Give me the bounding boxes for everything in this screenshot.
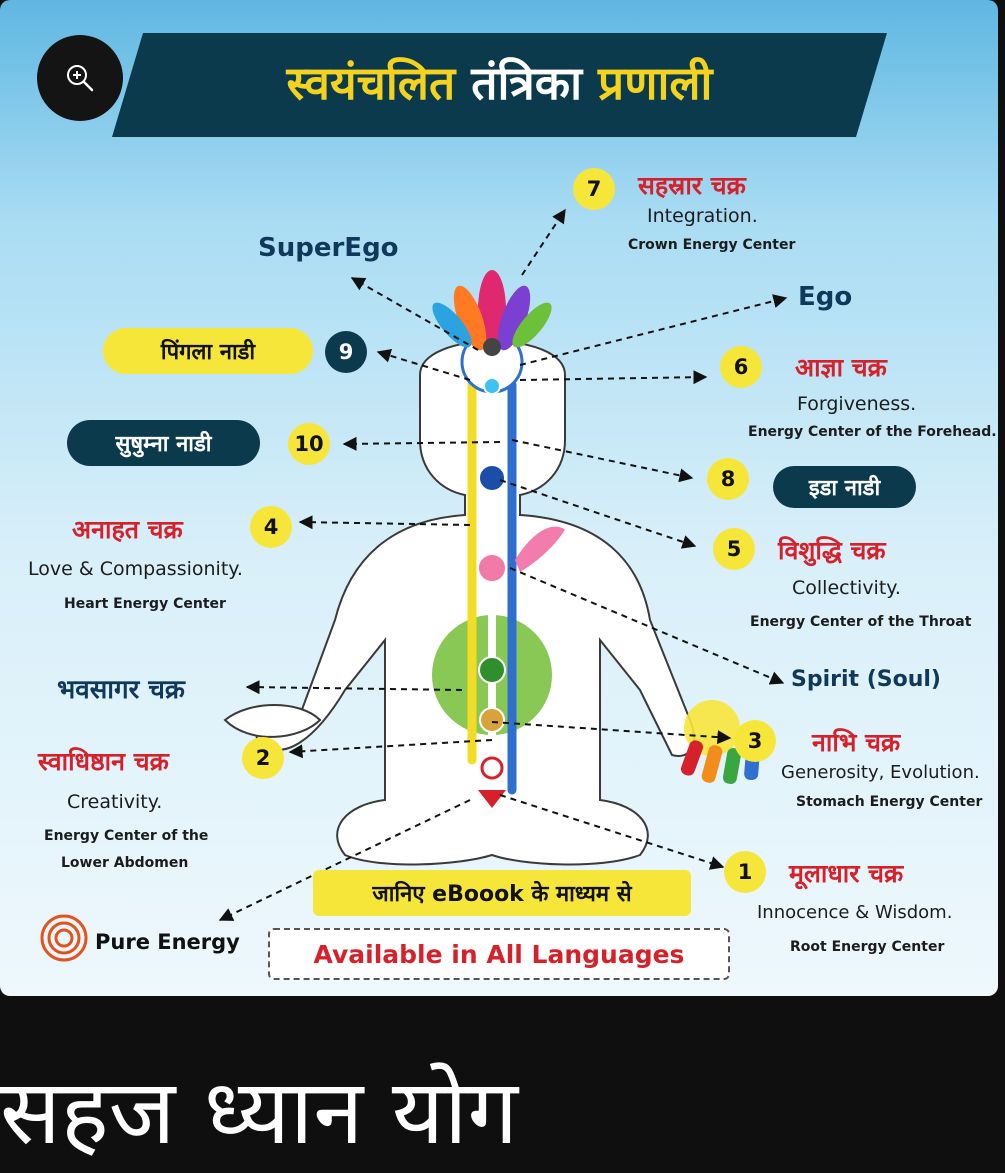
chakra-6-name: आज्ञा चक्र (795, 350, 887, 384)
chakra-1-number: 1 (724, 851, 766, 893)
page-title: स्वयंचलित तंत्रिका प्रणाली (112, 50, 887, 116)
chakra-1-quality: Innocence & Wisdom. (757, 902, 952, 923)
zoom-in-icon (64, 62, 96, 94)
chakra-2-center-line2: Lower Abdomen (61, 855, 188, 871)
chakra-1-name: मूलाधार चक्र (789, 856, 903, 890)
post-caption: सहज ध्यान योग (0, 1058, 518, 1168)
chakra-4-quality: Love & Compassionity. (28, 558, 243, 580)
chakra-node-anahat (478, 554, 506, 582)
chakra-3-quality: Generosity, Evolution. (781, 762, 980, 783)
chakra-6-center: Energy Center of the Forehead. (748, 424, 997, 440)
chakra-7-center: Crown Energy Center (628, 237, 795, 253)
chakra-node-ajna (484, 378, 500, 394)
bhavsagar-chakra-label: भवसागर चक्र (57, 670, 185, 706)
chakra-node-vishuddhi (479, 465, 505, 491)
chakra-6-number: 6 (720, 346, 762, 388)
title-word-3: प्रणाली (598, 56, 712, 110)
infographic-card: स्वयंचलित तंत्रिका प्रणाली 7 सहस्रार चक्… (0, 0, 998, 996)
nadi-10-number: 10 (288, 423, 330, 465)
chakra-7-number: 7 (573, 168, 615, 210)
chakra-5-quality: Collectivity. (792, 577, 901, 599)
chakra-2-name: स्वाधिष्ठान चक्र (38, 744, 169, 778)
title-word-2: तंत्रिका (471, 56, 582, 110)
chakra-5-center: Energy Center of the Throat (750, 614, 971, 630)
ebook-banner: जानिए eBoook के माध्यम से (313, 870, 691, 916)
pingala-nadi-pill: पिंगला नाडी (103, 328, 313, 374)
chakra-2-quality: Creativity. (67, 791, 162, 813)
superego-label: SuperEgo (258, 233, 399, 263)
sushumna-nadi-pill: सुषुम्ना नाडी (67, 420, 260, 466)
nadi-8-number: 8 (707, 458, 749, 500)
nadi-9-number: 9 (325, 331, 367, 373)
available-languages-banner: Available in All Languages (268, 928, 730, 980)
chakra-6-quality: Forgiveness. (797, 393, 916, 415)
chakra-3-center: Stomach Energy Center (796, 794, 982, 810)
chakra-4-center: Heart Energy Center (64, 596, 226, 612)
chakra-node-swadhishthan (480, 708, 504, 732)
chakra-1-center: Root Energy Center (790, 939, 944, 955)
chakra-7-name: सहस्रार चक्र (638, 168, 746, 202)
lotus-crown (426, 270, 557, 356)
title-word-1: स्वयंचलित (287, 56, 456, 110)
spiral-mark (42, 916, 86, 960)
zoom-in-button[interactable] (37, 35, 123, 121)
chakra-2-center-line1: Energy Center of the (44, 828, 208, 844)
chakra-5-name: विशुद्धि चक्र (778, 533, 886, 567)
chakra-2-number: 2 (242, 737, 284, 779)
chakra-4-number: 4 (250, 506, 292, 548)
chakra-4-name: अनाहत चक्र (72, 512, 183, 546)
chakra-node-kundalini (482, 758, 502, 778)
pure-energy-label: Pure Energy (95, 930, 240, 954)
spirit-soul-label: Spirit (Soul) (791, 667, 941, 692)
chakra-5-number: 5 (713, 528, 755, 570)
ego-label: Ego (798, 282, 852, 312)
chakra-3-name: नाभि चक्र (812, 725, 900, 759)
chakra-3-number: 3 (734, 720, 776, 762)
chakra-node-nabhi (479, 657, 505, 683)
ida-nadi-pill: इडा नाडी (773, 466, 916, 508)
chakra-7-quality: Integration. (647, 205, 758, 227)
